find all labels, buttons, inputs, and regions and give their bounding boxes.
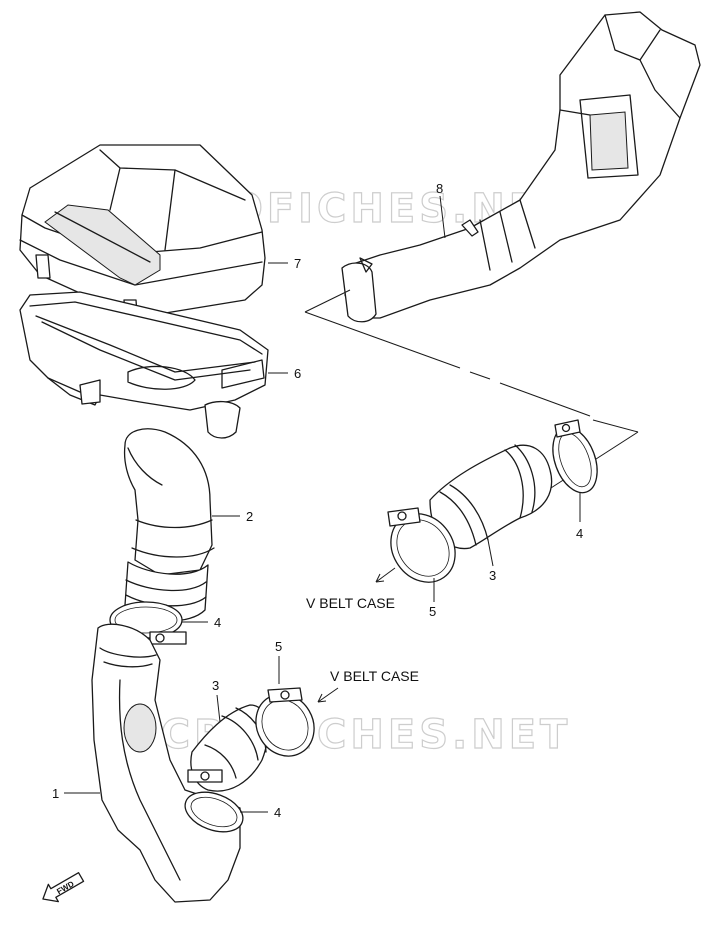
callout-4-lower: 4 <box>274 805 281 820</box>
callout-2: 2 <box>246 509 253 524</box>
clamp-right-lower <box>255 687 315 757</box>
intake-duct <box>341 11 701 323</box>
leader-3-right <box>487 539 494 567</box>
v-belt-case-label-right: V BELT CASE <box>330 668 419 684</box>
watermark-bottom: MICROFICHES.NET <box>98 712 571 758</box>
callout-3-right: 3 <box>489 568 496 583</box>
leader-3-left <box>216 694 221 723</box>
clamp-right-upper <box>552 419 598 494</box>
callout-8: 8 <box>436 181 443 196</box>
clamp-lower <box>184 769 244 833</box>
guide-line <box>469 371 491 380</box>
guide-line <box>592 419 639 433</box>
clamp-right-middle <box>387 507 456 583</box>
arrow-icon <box>317 687 339 703</box>
guide-line <box>499 382 591 417</box>
fwd-arrow-icon: FWD <box>42 872 85 903</box>
callout-7: 7 <box>294 256 301 271</box>
air-cleaner-case <box>19 291 269 439</box>
callout-5-left: 5 <box>275 639 282 654</box>
callout-6: 6 <box>294 366 301 381</box>
guide-line <box>304 311 461 369</box>
main-duct <box>91 623 241 903</box>
callout-1: 1 <box>52 786 59 801</box>
callout-3-left: 3 <box>212 678 219 693</box>
callout-5-right: 5 <box>429 604 436 619</box>
callout-4-right: 4 <box>576 526 583 541</box>
guide-line <box>304 289 351 313</box>
elbow-hose <box>123 428 215 622</box>
callout-4-upper: 4 <box>214 615 221 630</box>
coupling-right <box>429 444 553 550</box>
v-belt-case-label-left: V BELT CASE <box>306 595 395 611</box>
arrow-icon <box>375 567 396 583</box>
air-cleaner-cover <box>19 144 266 329</box>
leader-8 <box>439 195 446 239</box>
